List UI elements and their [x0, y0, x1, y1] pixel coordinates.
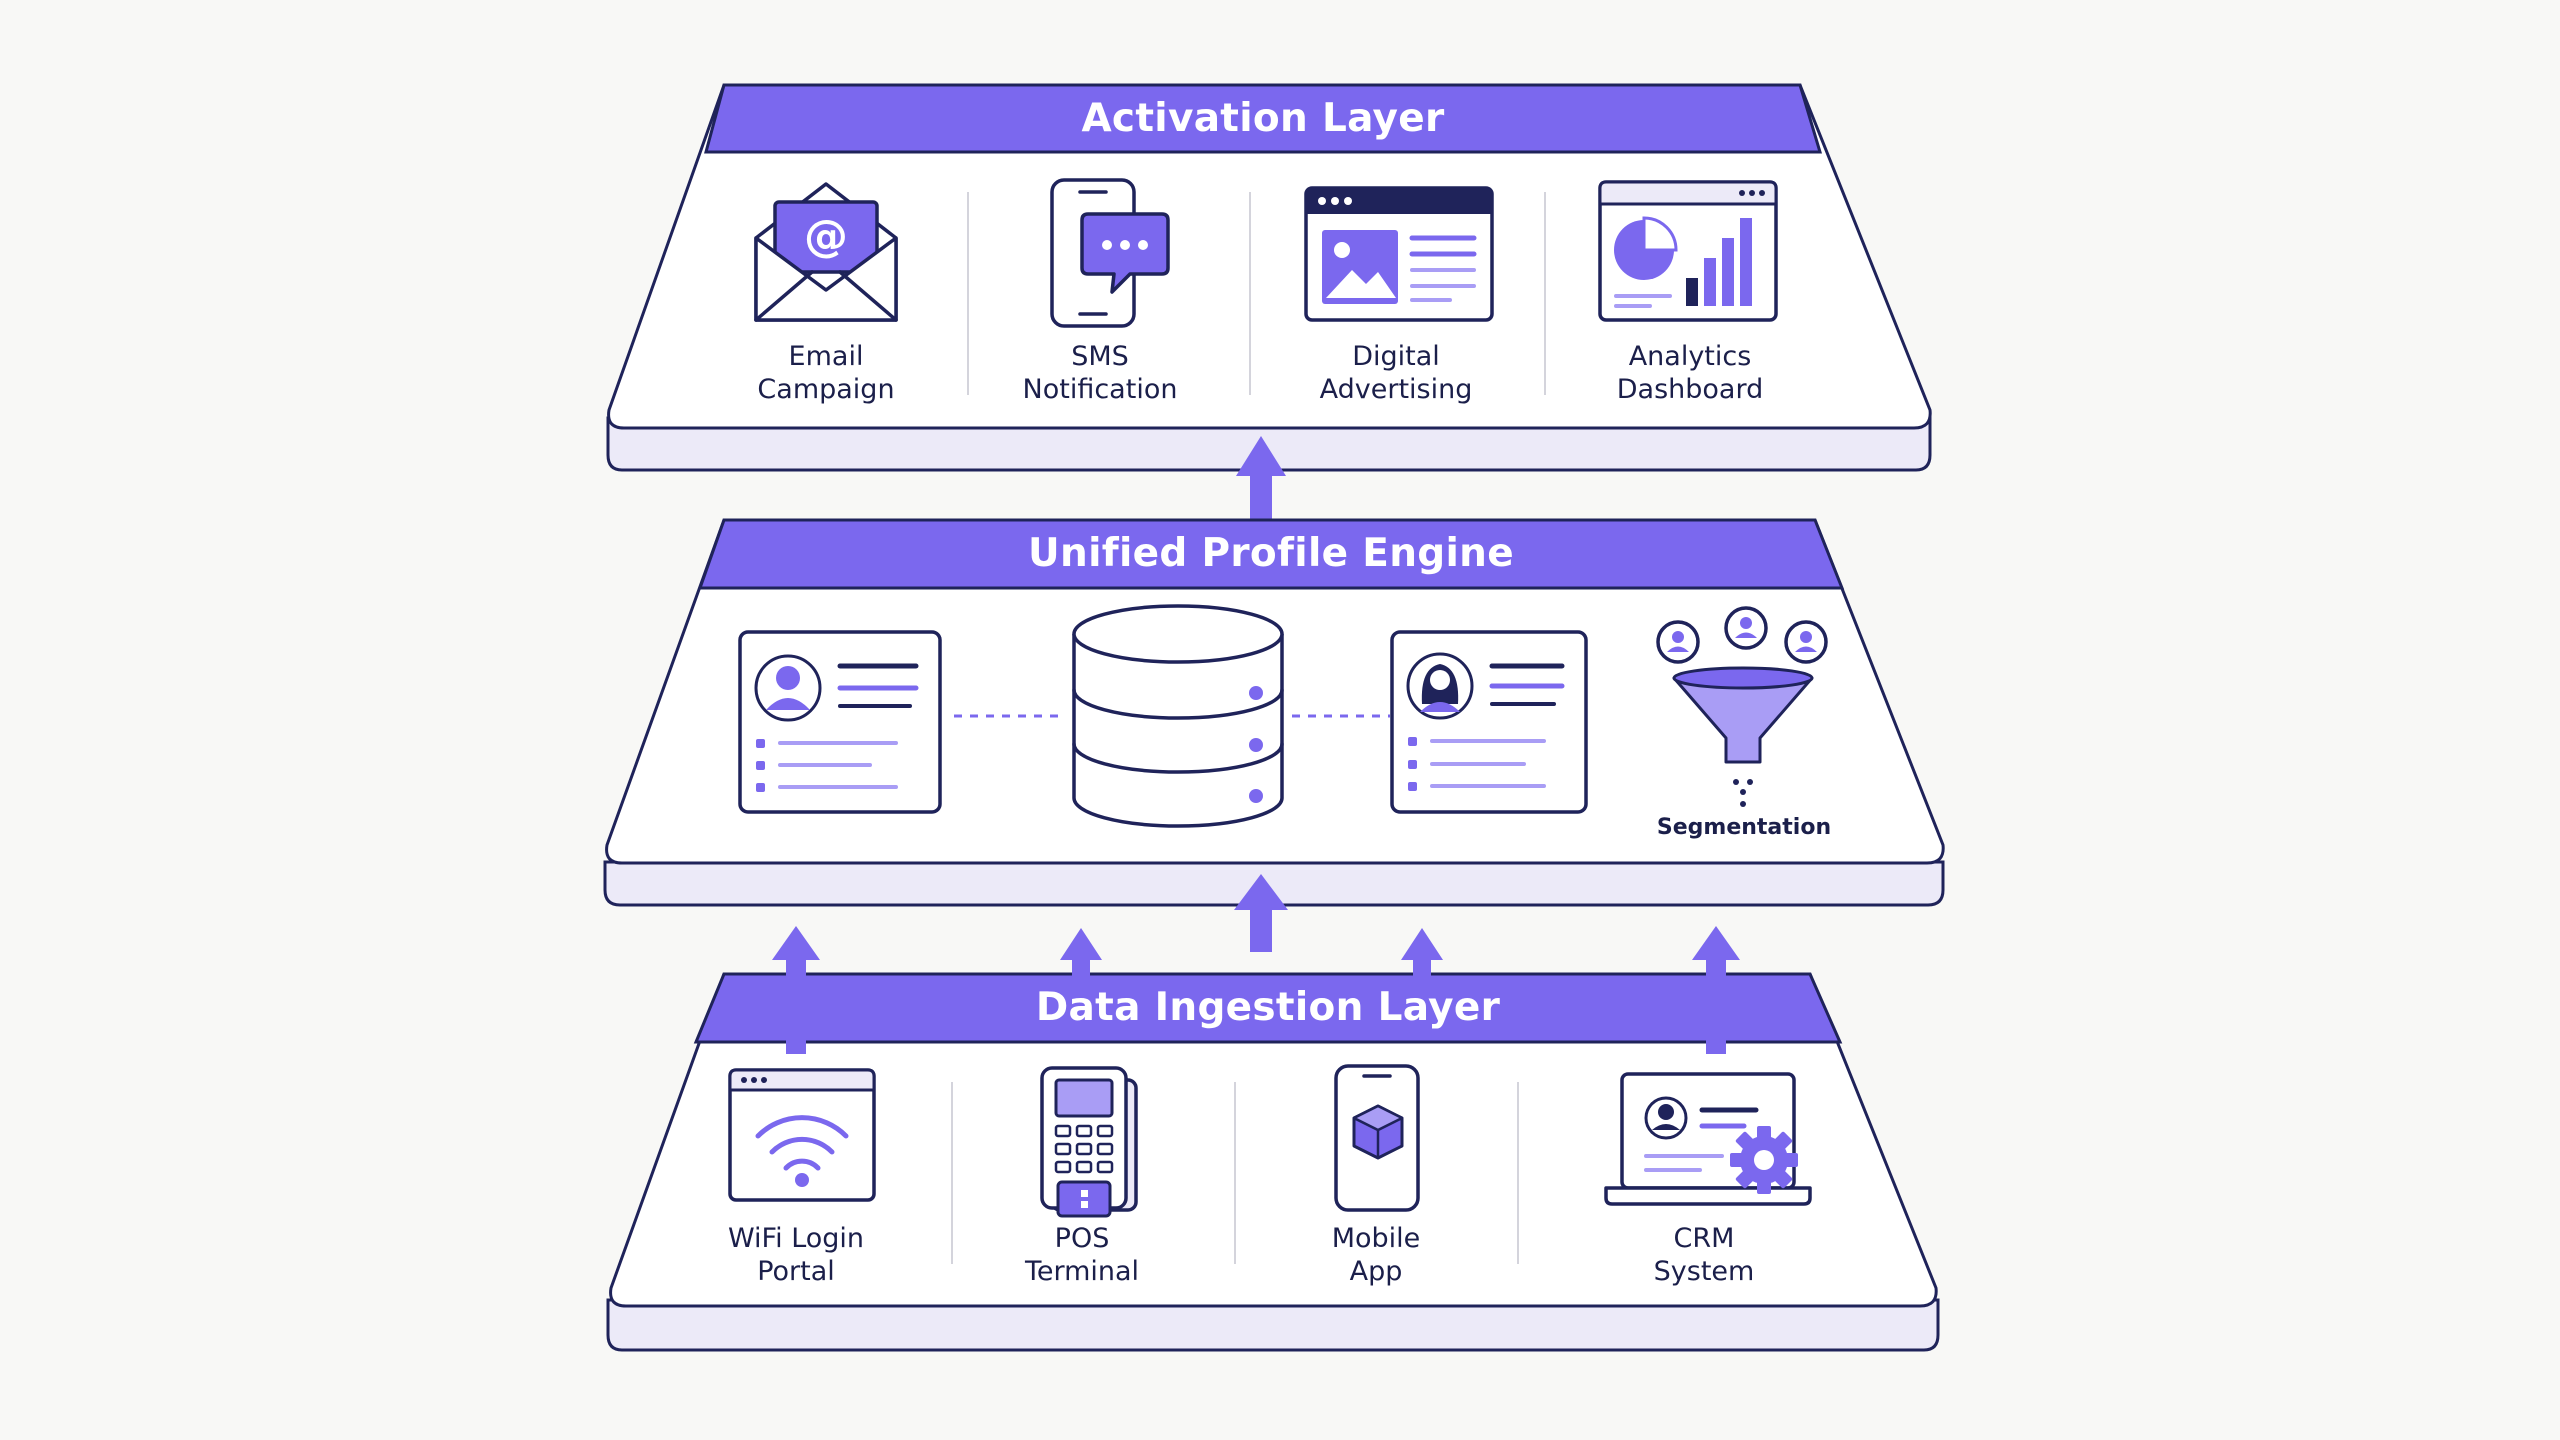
- analytics-dashboard-icon: [1598, 180, 1778, 322]
- segmentation-label: Segmentation: [1656, 815, 1832, 840]
- item-label-line1: Email: [788, 341, 864, 372]
- item-label-line2: Portal: [757, 1256, 835, 1287]
- arrow-crm-to-profile: [1692, 926, 1740, 1054]
- sms-phone-icon: [1050, 178, 1170, 328]
- ingestion-item-mobile: Mobile App: [1276, 1222, 1476, 1288]
- item-label-line2: Terminal: [1024, 1256, 1140, 1287]
- ingestion-layer-edge: [606, 1298, 1940, 1352]
- activation-layer-edge: [606, 416, 1932, 472]
- profile-card-female-icon: [1390, 630, 1588, 814]
- item-label-line2: System: [1653, 1256, 1755, 1287]
- svg-text:@: @: [804, 211, 848, 262]
- arrow-pos-to-profile: [1060, 928, 1102, 976]
- item-label-line1: Analytics: [1628, 341, 1752, 372]
- item-label-line1: Digital: [1352, 341, 1440, 372]
- item-label-line2: Dashboard: [1616, 374, 1764, 405]
- arrow-wifi-to-profile: [772, 926, 820, 1054]
- crm-system-icon: [1604, 1072, 1812, 1206]
- activation-layer-header: [704, 83, 1823, 154]
- item-label-line2: App: [1349, 1256, 1403, 1287]
- profile-card-male-icon: [738, 630, 942, 814]
- ingestion-item-pos: POS Terminal: [982, 1222, 1182, 1288]
- item-label-line1: Mobile: [1331, 1223, 1421, 1254]
- email-envelope-icon: @: [754, 182, 898, 322]
- activation-layer: @: [606, 83, 1932, 472]
- digital-ad-browser-icon: [1304, 186, 1494, 322]
- database-icon: [1072, 604, 1284, 828]
- ingestion-layer: [606, 972, 1940, 1352]
- arrow-mobile-to-profile: [1401, 928, 1443, 976]
- item-label-line2: Campaign: [757, 374, 895, 405]
- ingestion-item-crm: CRM System: [1604, 1222, 1804, 1288]
- pos-terminal-icon: [1040, 1066, 1138, 1218]
- ingestion-item-wifi: WiFi Login Portal: [696, 1222, 896, 1288]
- mobile-app-icon: [1334, 1064, 1420, 1212]
- item-label-line2: Advertising: [1319, 374, 1473, 405]
- ingestion-layer-top: [609, 972, 1938, 1308]
- segmentation-funnel-icon: [1656, 606, 1828, 807]
- wifi-portal-icon: [728, 1068, 876, 1202]
- item-label-line1: SMS: [1071, 341, 1129, 372]
- activation-item-digital-ads: Digital Advertising: [1296, 340, 1496, 406]
- activation-item-email: Email Campaign: [726, 340, 926, 406]
- item-label-line2: Notification: [1022, 374, 1178, 405]
- profile-layer: [603, 518, 1945, 907]
- arrow-profile-to-activation: [1236, 436, 1286, 522]
- profile-layer-title: Unified Profile Engine: [1028, 531, 1514, 576]
- item-label-line1: CRM: [1673, 1223, 1735, 1254]
- profile-layer-header: [697, 518, 1845, 590]
- activation-item-analytics: Analytics Dashboard: [1590, 340, 1790, 406]
- activation-layer-title: Activation Layer: [1081, 96, 1445, 141]
- activation-layer-top: [607, 83, 1932, 430]
- item-label-line1: POS: [1054, 1223, 1110, 1254]
- arrow-ingestion-to-profile: [1234, 874, 1288, 952]
- ingestion-layer-header: [693, 972, 1843, 1044]
- activation-item-sms: SMS Notification: [1000, 340, 1200, 406]
- item-label-line1: WiFi Login: [727, 1223, 865, 1254]
- profile-layer-edge: [603, 860, 1945, 907]
- ingestion-layer-title: Data Ingestion Layer: [1035, 985, 1501, 1030]
